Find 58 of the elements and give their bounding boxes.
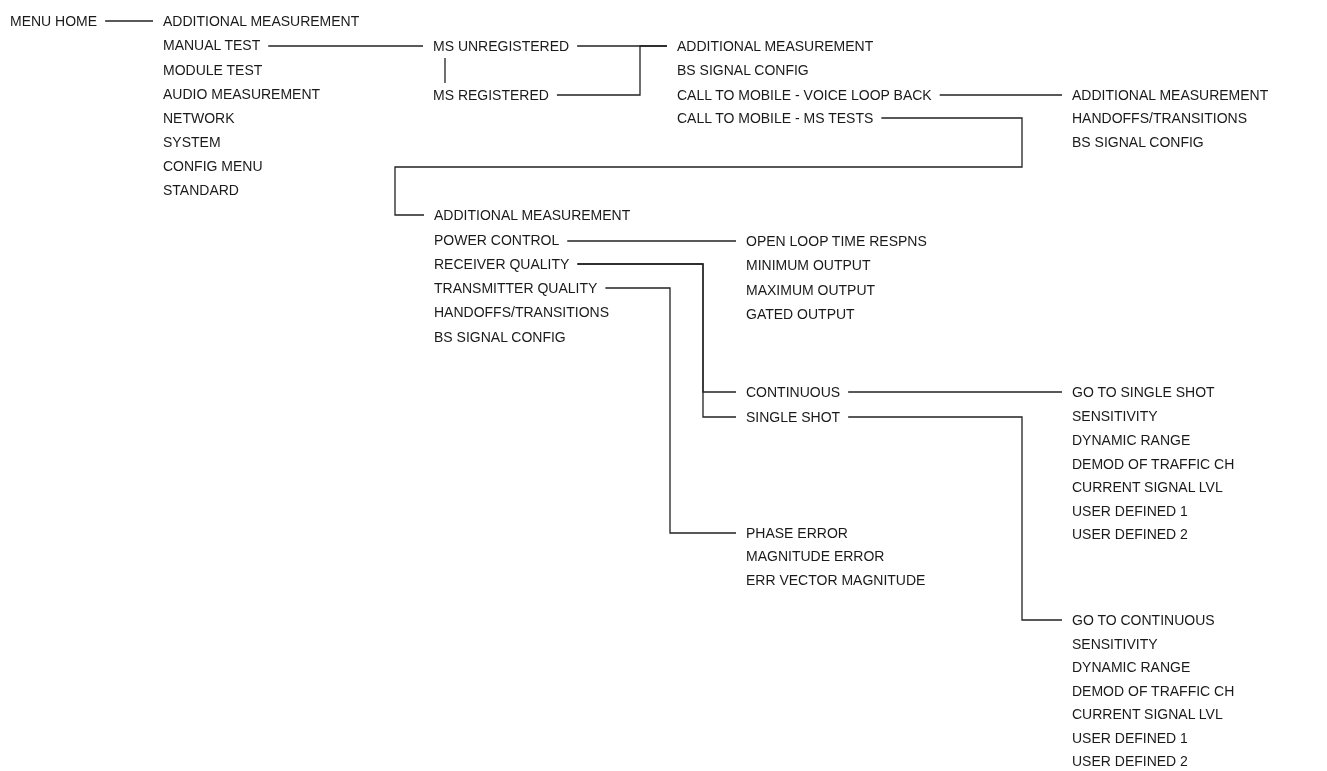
menu-item: MAGNITUDE ERROR xyxy=(746,547,885,565)
menu-item: ADDITIONAL MEASUREMENT xyxy=(677,37,874,55)
menu-item: CONFIG MENU xyxy=(163,157,263,175)
menu-item: GO TO SINGLE SHOT xyxy=(1072,383,1215,401)
menu-item: CALL TO MOBILE - MS TESTS xyxy=(677,109,874,127)
menu-item: MANUAL TEST xyxy=(163,36,261,54)
connector-line xyxy=(394,117,1023,216)
menu-item: SENSITIVITY xyxy=(1072,635,1158,653)
connector-line xyxy=(267,45,424,47)
connector-line xyxy=(939,94,1063,96)
menu-item: CALL TO MOBILE - VOICE LOOP BACK xyxy=(677,86,932,104)
menu-item: USER DEFINED 1 xyxy=(1072,502,1188,520)
connector-line xyxy=(556,45,668,96)
menu-item: PHASE ERROR xyxy=(746,524,848,542)
menu-item: STANDARD xyxy=(163,181,239,199)
menu-item: BS SIGNAL CONFIG xyxy=(1072,133,1204,151)
connector-line xyxy=(566,240,737,242)
menu-item: SYSTEM xyxy=(163,133,221,151)
menu-item: POWER CONTROL xyxy=(434,231,560,249)
menu-item: SINGLE SHOT xyxy=(746,408,841,426)
menu-item: ADDITIONAL MEASUREMENT xyxy=(1072,86,1269,104)
connector-line xyxy=(847,416,1063,621)
menu-item: MS UNREGISTERED xyxy=(433,37,570,55)
menu-item: MINIMUM OUTPUT xyxy=(746,256,871,274)
menu-item: HANDOFFS/TRANSITIONS xyxy=(1072,109,1247,127)
menu-item: MAXIMUM OUTPUT xyxy=(746,281,876,299)
menu-item: CURRENT SIGNAL LVL xyxy=(1072,478,1223,496)
connector-line xyxy=(444,57,446,84)
menu-item: OPEN LOOP TIME RESPNS xyxy=(746,232,927,250)
menu-item: GATED OUTPUT xyxy=(746,305,855,323)
menu-item: SENSITIVITY xyxy=(1072,407,1158,425)
menu-item: ERR VECTOR MAGNITUDE xyxy=(746,571,926,589)
menu-item: DYNAMIC RANGE xyxy=(1072,431,1191,449)
menu-item: ADDITIONAL MEASUREMENT xyxy=(163,12,360,30)
connector-line xyxy=(576,263,737,418)
menu-item: DEMOD OF TRAFFIC CH xyxy=(1072,455,1235,473)
menu-item: GO TO CONTINUOUS xyxy=(1072,611,1215,629)
menu-item: RECEIVER QUALITY xyxy=(434,255,570,273)
menu-item: DYNAMIC RANGE xyxy=(1072,658,1191,676)
menu-item: HANDOFFS/TRANSITIONS xyxy=(434,303,609,321)
menu-item: BS SIGNAL CONFIG xyxy=(677,61,809,79)
menu-item: MS REGISTERED xyxy=(433,86,549,104)
menu-item: USER DEFINED 2 xyxy=(1072,752,1188,770)
menu-item: DEMOD OF TRAFFIC CH xyxy=(1072,682,1235,700)
menu-item: CURRENT SIGNAL LVL xyxy=(1072,705,1223,723)
connector-line xyxy=(847,391,1063,393)
menu-item: NETWORK xyxy=(163,109,235,127)
menu-item: MODULE TEST xyxy=(163,61,263,79)
menu-item: MENU HOME xyxy=(10,12,98,30)
connector-line xyxy=(604,287,737,534)
menu-item: USER DEFINED 1 xyxy=(1072,729,1188,747)
menu-item: TRANSMITTER QUALITY xyxy=(434,279,598,297)
connector-line xyxy=(104,20,154,22)
menu-item: CONTINUOUS xyxy=(746,383,841,401)
menu-item: AUDIO MEASUREMENT xyxy=(163,85,321,103)
menu-item: ADDITIONAL MEASUREMENT xyxy=(434,206,631,224)
menu-item: USER DEFINED 2 xyxy=(1072,525,1188,543)
menu-item: BS SIGNAL CONFIG xyxy=(434,328,566,346)
